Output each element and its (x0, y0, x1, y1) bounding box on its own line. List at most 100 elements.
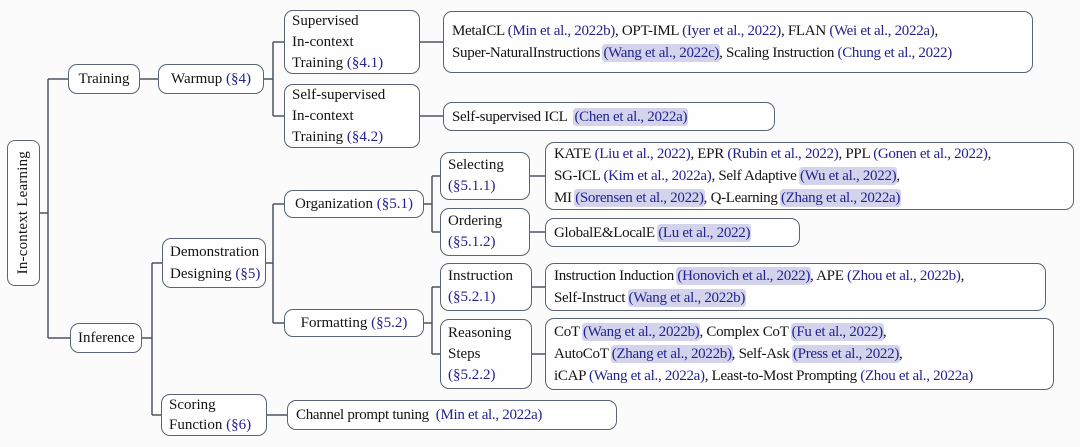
citation: (Iyer et al., 2022) (682, 23, 781, 39)
text-line: Ordering (448, 211, 522, 232)
label-text: Formatting (300, 314, 372, 331)
node-ordering: Ordering(§5.1.2) (440, 208, 530, 256)
leaf-supervised-training-papers: MetaICL (Min et al., 2022b), OPT-IML (Iy… (443, 11, 1033, 73)
leaf-instruction-papers: Instruction Induction (Honovich et al., … (545, 263, 1046, 311)
text-line: In-context (292, 32, 412, 53)
node-formatting: Formatting (§5.2) (284, 309, 424, 337)
text-line: MI (Sorensen et al., 2022), Q-Learning (… (554, 187, 1065, 209)
section-ref: (§5.1.1) (448, 178, 496, 194)
text-line: Self-supervised ICL (Chen et al., 2022a) (452, 106, 766, 128)
label-text: Organization (294, 195, 377, 212)
text-line: (§5.1.2) (448, 232, 522, 253)
text-line: KATE (Liu et al., 2022), EPR (Rubin et a… (554, 143, 1065, 165)
text-line: Inference (78, 328, 135, 349)
label-text: Self-supervised ICL (452, 108, 575, 125)
citation-highlighted: (Wu et al., 2022) (800, 168, 897, 184)
citation-highlighted: (Wang et al., 2022b) (582, 324, 700, 340)
section-ref: (§5) (235, 266, 261, 282)
text-line: Formatting (§5.2) (289, 313, 419, 334)
connector (266, 203, 284, 324)
label-text: , Least-to-Most Prompting (704, 368, 861, 384)
text-line: Channel prompt tuning (Min et al., 2022a… (296, 404, 608, 426)
label-text: , (934, 23, 938, 39)
citation-highlighted: (Lu et al., 2022) (658, 224, 751, 241)
label-text: Steps (448, 345, 481, 362)
citation: (Kim et al., 2022a) (603, 168, 712, 184)
connector (424, 286, 440, 355)
text-line: Super-NaturalInstructions (Wang et al., … (452, 42, 1024, 64)
label-text: Scoring (169, 397, 216, 413)
citation-highlighted: (Honovich et al., 2022) (677, 268, 811, 284)
node-warmup: Warmup (§4) (158, 64, 264, 94)
label-text: , Self-Ask (731, 346, 793, 362)
label-text: , EPR (690, 146, 728, 162)
label-text: SG-ICL (554, 168, 604, 184)
text-line: Selecting (448, 155, 522, 176)
label-text: Training (292, 128, 347, 145)
citation: (Rubin et al., 2022) (727, 146, 839, 162)
text-line: Warmup (§4) (166, 69, 256, 90)
section-ref: (§4.2) (346, 128, 384, 145)
citation: (Zhou et al., 2022a) (860, 368, 973, 384)
text-line: iCAP (Wang et al., 2022a), Least-to-Most… (554, 365, 1045, 387)
label-text: KATE (554, 146, 595, 162)
label-text: Self-Instruct (554, 290, 629, 306)
section-ref: (§5.1) (376, 195, 414, 212)
label-text: CoT (554, 324, 583, 340)
text-line: Self-Instruct (Wang et al., 2022b) (554, 287, 1037, 309)
label-text: Reasoning (448, 324, 512, 341)
connector (142, 262, 162, 416)
citation: (Gonen et al., 2022) (873, 146, 988, 162)
text-line: Organization (§5.1) (289, 194, 419, 215)
label-text: Function (169, 417, 227, 433)
node-instruction: Instruction (§5.2.1) (440, 263, 532, 311)
label-text: iCAP (554, 368, 590, 384)
text-line: Self-supervised (292, 85, 412, 106)
connector (424, 175, 440, 233)
section-ref: (§4.1) (346, 54, 384, 71)
label-text: Warmup (170, 70, 227, 87)
text-line: Scoring (169, 395, 259, 415)
text-line: Instruction (448, 266, 524, 287)
text-line: (§5.2.1) (448, 287, 524, 308)
citation: (Liu et al., 2022) (594, 146, 691, 162)
text-line: Instruction Induction (Honovich et al., … (554, 265, 1037, 287)
section-ref: (§6) (226, 417, 252, 433)
label-text: Supervised (292, 12, 359, 29)
text-line: GlobalE&LocalE (Lu et al., 2022) (554, 222, 791, 244)
citation-highlighted: (Zhang et al., 2022a) (781, 190, 901, 206)
text-line: CoT (Wang et al., 2022b), Complex CoT (F… (554, 321, 1045, 343)
label-text: GlobalE&LocalE (554, 224, 659, 241)
citation: (Zhou et al., 2022b) (847, 268, 961, 284)
label-text: Instruction Induction (554, 268, 678, 284)
text-line: In-context (292, 106, 412, 127)
text-line: Supervised (292, 11, 412, 32)
label-text: Demonstration (170, 244, 260, 260)
node-root-in-context-learning: In-context Learning (7, 140, 40, 286)
label-text: Selecting (448, 157, 504, 173)
citation-highlighted: (Zhang et al., 2022b) (611, 346, 732, 362)
citation-highlighted: (Chen et al., 2022a) (574, 108, 688, 125)
node-selecting: Selecting (§5.1.1) (440, 152, 530, 200)
label-text: In-context (292, 33, 354, 50)
label-text: , Scaling Instruction (719, 45, 838, 61)
label-text: Instruction (448, 268, 513, 284)
text-line: (§5.1.1) (448, 176, 522, 197)
label-text: , (896, 168, 900, 184)
label-text: Super-NaturalInstructions (452, 45, 604, 61)
label-text: MetaICL (452, 23, 508, 39)
text-line: MetaICL (Min et al., 2022b), OPT-IML (Iy… (452, 20, 1024, 42)
section-ref: (§5.2.1) (448, 289, 496, 305)
label-text: Training (292, 54, 347, 71)
leaf-selecting-papers: KATE (Liu et al., 2022), EPR (Rubin et a… (545, 142, 1074, 210)
label-text: Training (78, 70, 130, 87)
text-line: SG-ICL (Kim et al., 2022a), Self Adaptiv… (554, 165, 1065, 187)
text-line: Training (76, 69, 132, 90)
label-text: , OPT-IML (614, 23, 683, 39)
label-text: Designing (170, 266, 236, 282)
root-label: In-context Learning (15, 151, 31, 275)
